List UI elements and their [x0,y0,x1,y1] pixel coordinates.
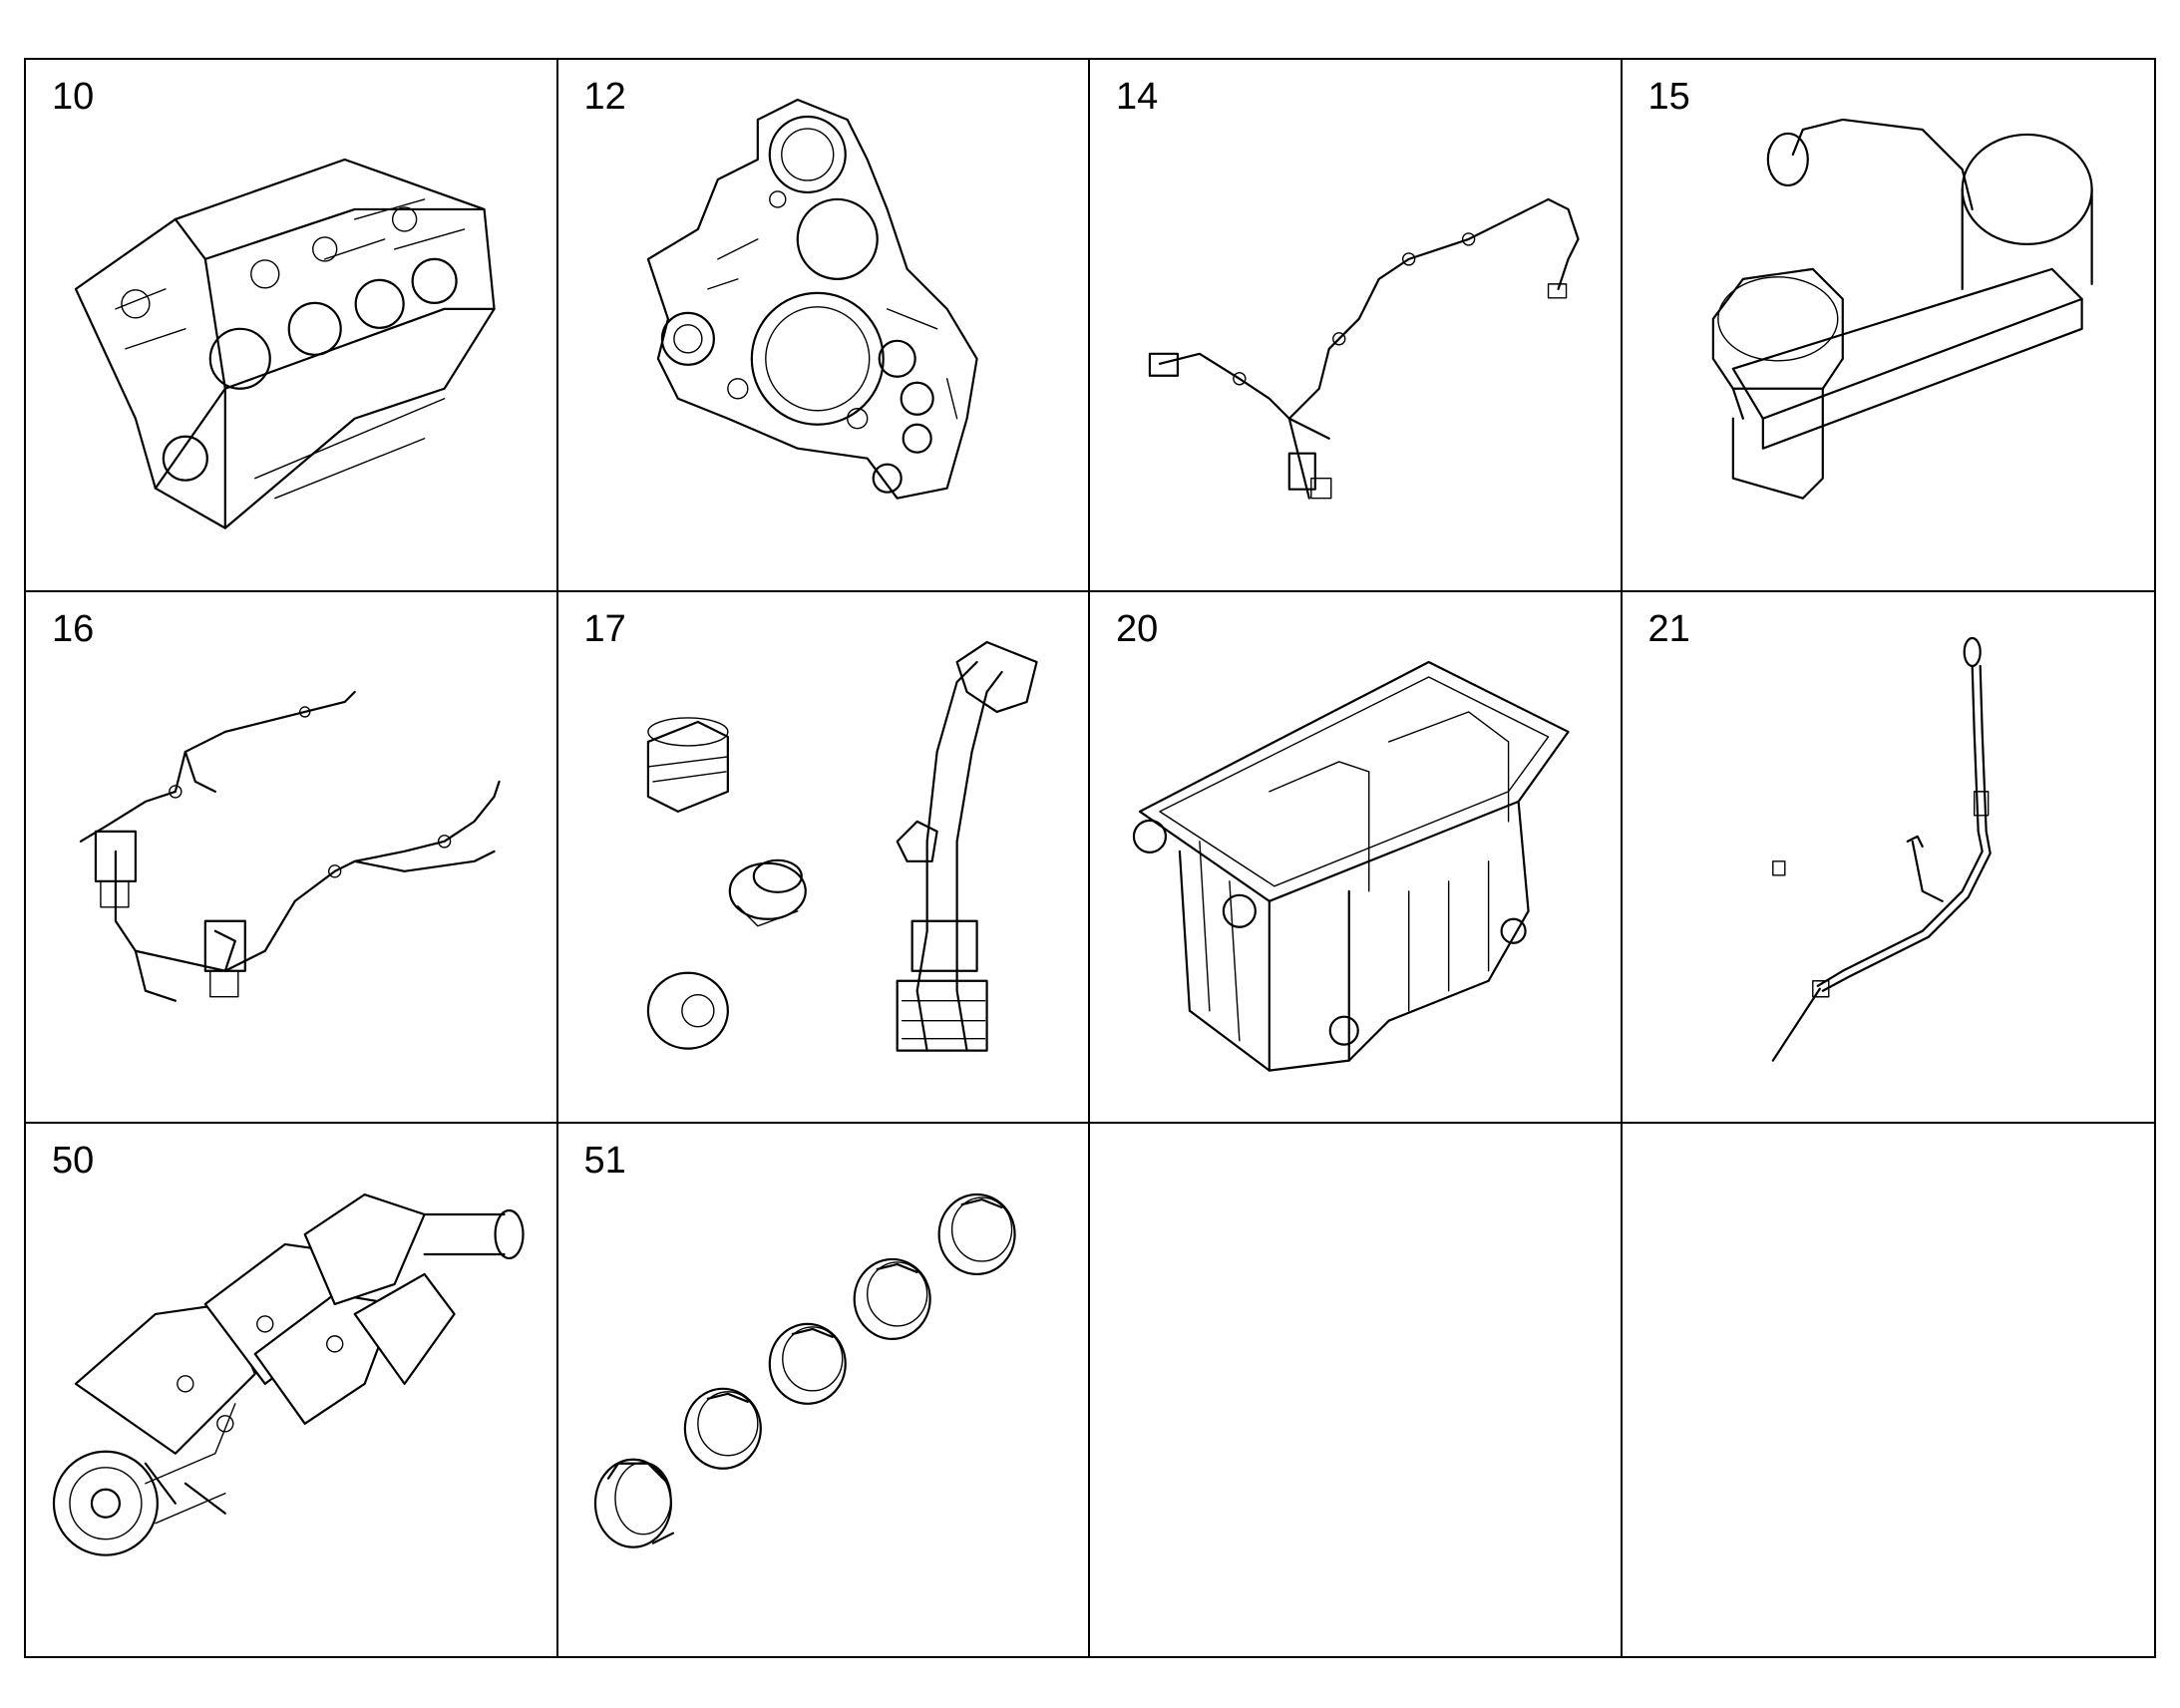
empty-cell [1090,1124,1623,1656]
plugs-and-pipe-icon [646,640,1038,1052]
wiring-harness-icon [1148,197,1580,500]
parts-grid: 10 12 14 [24,58,2156,1658]
part-number: 21 [1647,607,1690,650]
part-number: 10 [52,76,95,118]
part-cell[interactable]: 50 [26,1124,558,1656]
timing-case-cover-icon [646,98,978,500]
part-cell[interactable]: 10 [26,60,558,592]
sensor-harness-icon [79,690,501,1002]
part-cell[interactable]: 14 [1090,60,1623,592]
part-number: 16 [52,607,95,650]
part-cell[interactable]: 16 [26,591,558,1125]
part-cell[interactable]: 15 [1622,60,2154,592]
part-number: 14 [1116,76,1159,118]
engine-block-icon [74,158,496,529]
part-number: 50 [52,1140,95,1183]
oil-pan-icon [1132,660,1570,1072]
part-cell[interactable]: 20 [1090,591,1623,1125]
dipstick-icon [1771,636,1992,1062]
part-number: 17 [583,607,626,650]
part-number: 20 [1116,607,1159,650]
crankshaft-icon [52,1194,525,1557]
part-number: 12 [583,76,626,118]
part-cell[interactable]: 17 [557,591,1090,1125]
empty-cell [1623,1124,2155,1656]
part-number: 15 [1647,76,1690,118]
oil-filter-housing-icon [1711,118,2093,500]
part-cell[interactable]: 51 [558,1124,1090,1656]
bearing-shells-icon [593,1194,1016,1549]
part-cell[interactable]: 12 [557,60,1090,592]
part-number: 51 [583,1140,626,1183]
part-cell[interactable]: 21 [1622,592,2154,1125]
